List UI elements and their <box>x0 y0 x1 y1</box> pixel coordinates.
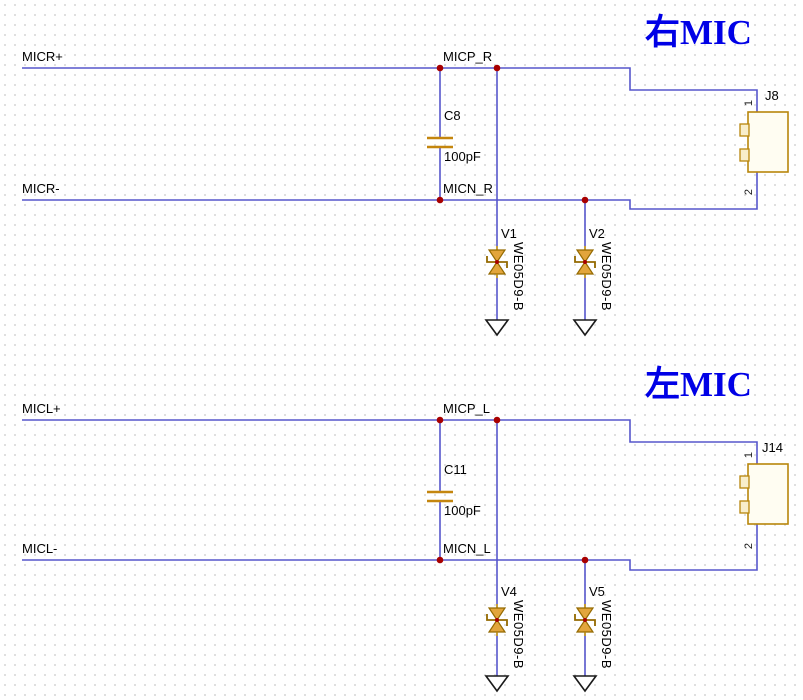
diode-ref: V4 <box>501 584 517 599</box>
ground-v4[interactable] <box>484 636 510 693</box>
cap-ref: C8 <box>444 108 461 123</box>
ground-v1[interactable] <box>484 278 510 337</box>
diode-ref: V1 <box>501 226 517 241</box>
net-label-micn-l[interactable]: MICN_L <box>443 541 491 556</box>
connector-pad-2 <box>739 148 750 162</box>
pin-number-1: 1 <box>743 452 755 458</box>
wire-micp-r[interactable] <box>22 67 758 112</box>
diode-hotspot <box>495 618 499 622</box>
ground-icon <box>484 675 510 693</box>
wire-micn-r[interactable] <box>22 172 758 210</box>
tvs-diode-v2[interactable]: V2 WE05D9-B <box>574 200 614 311</box>
ground-v2[interactable] <box>572 278 598 337</box>
net-label-micp-l[interactable]: MICP_L <box>443 401 490 416</box>
diode-part-number: WE05D9-B <box>511 242 526 311</box>
ground-icon <box>572 319 598 337</box>
circuit-title-left[interactable]: 左MIC <box>645 365 752 404</box>
net-label-micp-r[interactable]: MICP_R <box>443 49 492 64</box>
net-label-micn-r[interactable]: MICN_R <box>443 181 493 196</box>
junction-dot <box>581 556 589 564</box>
diode-triangle-top <box>487 607 507 622</box>
net-label-micl-plus[interactable]: MICL+ <box>22 401 61 416</box>
connector-pad-1 <box>739 475 750 489</box>
pin-number-1: 1 <box>743 100 755 106</box>
ground-icon <box>572 675 598 693</box>
diode-part-number: WE05D9-B <box>511 600 526 669</box>
circuit-left-mic: 左MIC MICL+ MICP_L MICL- MICN_L C11 100pF <box>22 365 789 693</box>
diode-triangle-top <box>487 249 507 264</box>
ground-v5[interactable] <box>572 636 598 693</box>
junction-dot <box>493 64 501 72</box>
wire-micn-l[interactable] <box>22 524 758 571</box>
ground-icon <box>484 319 510 337</box>
net-label-micr-plus[interactable]: MICR+ <box>22 49 63 64</box>
cap-ref: C11 <box>444 462 467 477</box>
diode-hotspot <box>495 260 499 264</box>
connector-ref: J14 <box>762 440 783 455</box>
diode-hotspot <box>583 260 587 264</box>
pin-number-2: 2 <box>743 543 755 549</box>
connector-pad-1 <box>739 123 750 137</box>
connector-j8[interactable]: J8 1 2 <box>739 88 789 195</box>
net-label-micl-minus[interactable]: MICL- <box>22 541 57 556</box>
circuit-right-mic: 右MIC MICR+ MICP_R MICR- MICN_R C8 100pF <box>22 13 789 337</box>
junction-dot <box>493 416 501 424</box>
circuit-title-right[interactable]: 右MIC <box>645 13 752 52</box>
junction-dot <box>436 556 444 564</box>
diode-part-number: WE05D9-B <box>599 600 614 669</box>
net-label-micr-minus[interactable]: MICR- <box>22 181 60 196</box>
tvs-diode-v4[interactable]: V4 WE05D9-B <box>486 420 526 669</box>
junction-dot <box>436 64 444 72</box>
connector-ref: J8 <box>765 88 779 103</box>
junction-dot <box>436 196 444 204</box>
diode-ref: V5 <box>589 584 605 599</box>
connector-j14[interactable]: J14 1 2 <box>739 440 789 549</box>
pin-number-2: 2 <box>743 189 755 195</box>
diode-triangle-top <box>575 249 595 264</box>
diode-hotspot <box>583 618 587 622</box>
connector-body <box>747 463 789 525</box>
diode-triangle-top <box>575 607 595 622</box>
junction-dot <box>581 196 589 204</box>
cap-value: 100pF <box>444 503 481 518</box>
connector-body <box>747 111 789 173</box>
diode-ref: V2 <box>589 226 605 241</box>
junction-dot <box>436 416 444 424</box>
diode-part-number: WE05D9-B <box>599 242 614 311</box>
connector-pad-2 <box>739 500 750 514</box>
cap-value: 100pF <box>444 149 481 164</box>
tvs-diode-v5[interactable]: V5 WE05D9-B <box>574 560 614 669</box>
capacitor-c11[interactable]: C11 100pF <box>427 420 481 560</box>
capacitor-c8[interactable]: C8 100pF <box>427 68 481 200</box>
tvs-diode-v1[interactable]: V1 WE05D9-B <box>486 68 526 311</box>
wire-micp-l[interactable] <box>22 419 758 464</box>
